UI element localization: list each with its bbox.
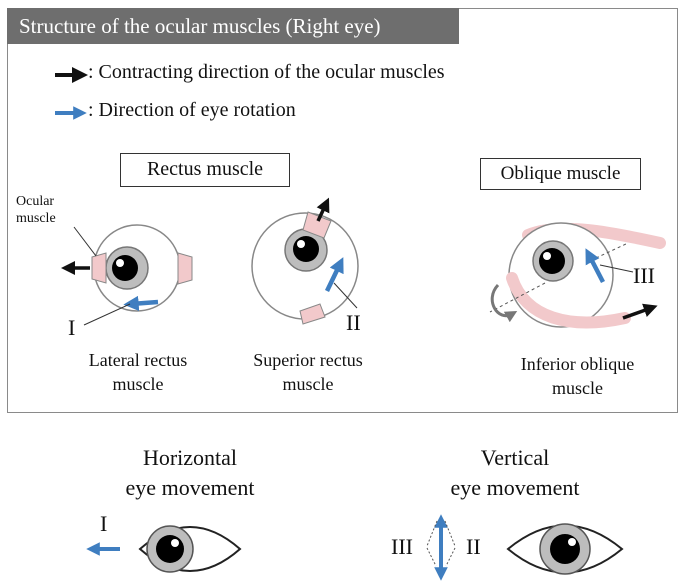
lateral-muscle-right — [177, 252, 193, 285]
ocular-muscle-label: Ocular muscle — [16, 194, 56, 226]
label-III: III — [633, 263, 655, 288]
superior-rectus-eye — [251, 197, 359, 325]
panel-title: Structure of the ocular muscles (Right e… — [7, 8, 459, 44]
lateral-rectus-caption: Lateral rectus muscle — [88, 350, 188, 394]
horizontal-movement-heading: Horizontal eye movement — [125, 445, 255, 500]
inferior-oblique-caption: Inferior oblique muscle — [520, 354, 635, 398]
rectus-muscle-heading: Rectus muscle — [120, 153, 290, 187]
oblique-muscle-band-bottom — [506, 272, 631, 329]
superior-rectus-caption: Superior rectus muscle — [253, 350, 363, 394]
vertical-movement-heading: Vertical eye movement — [450, 445, 580, 500]
inferior-oblique-eye — [489, 222, 666, 329]
legend-contracting-text: : Contracting direction of the ocular mu… — [88, 61, 445, 83]
bottom-label-I: I — [100, 511, 108, 536]
rotation-arrow — [490, 283, 518, 323]
label-II: II — [346, 310, 361, 335]
oblique-muscle-heading: Oblique muscle — [480, 158, 641, 190]
vertical-eye — [426, 514, 624, 581]
horizontal-eye — [86, 525, 242, 573]
bottom-label-III: III — [391, 534, 413, 559]
bottom-label-II: II — [466, 534, 481, 559]
lateral-muscle-left — [91, 252, 107, 284]
label-I: I — [68, 315, 76, 340]
lateral-rectus-eye — [61, 224, 193, 326]
legend-rotation-text: : Direction of eye rotation — [88, 99, 296, 121]
superior-muscle-bottom — [299, 303, 326, 325]
superior-muscle-top — [302, 211, 332, 239]
